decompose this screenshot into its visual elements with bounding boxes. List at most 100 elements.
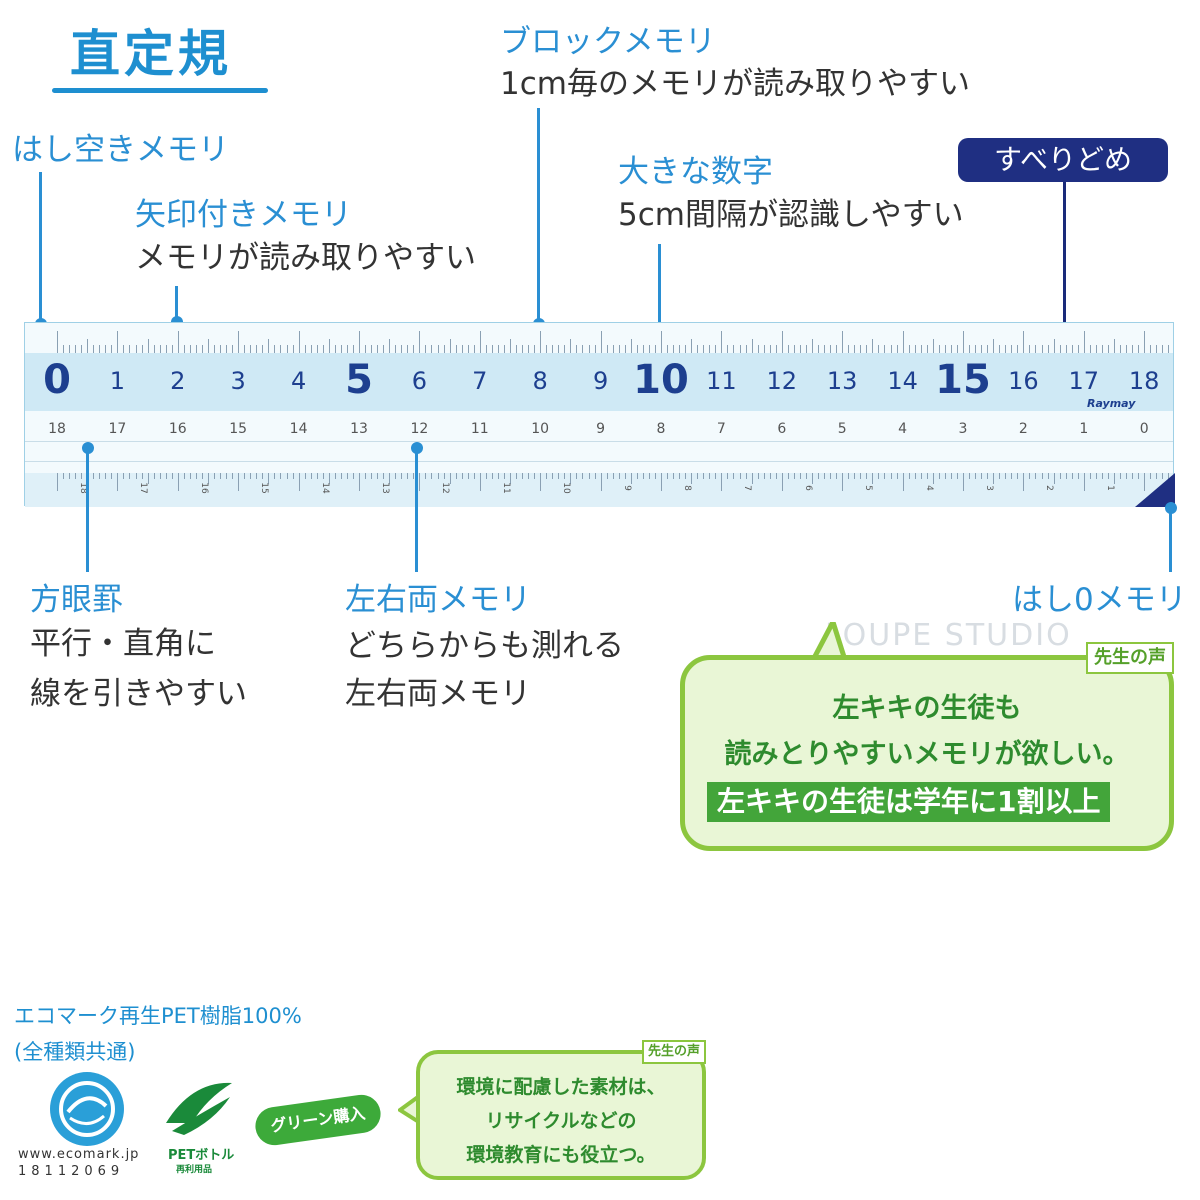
ruler-number-edge: 6 — [802, 485, 813, 491]
ruler-tick — [890, 473, 892, 479]
ruler-number-edge: 2 — [1044, 485, 1055, 491]
ruler-tick — [830, 473, 832, 479]
ruler-tick — [395, 473, 397, 479]
ruler-number-reverse: 16 — [168, 421, 187, 437]
ruler-tick — [757, 473, 759, 479]
ruler-number-reverse: 2 — [1018, 421, 1028, 437]
ruler-tick — [848, 473, 850, 479]
grid-line — [25, 441, 1173, 442]
ruler-number: 10 — [633, 357, 689, 403]
ruler-tick — [250, 345, 252, 353]
ruler-tick — [558, 345, 560, 353]
ruler-tick — [274, 345, 276, 353]
ruler-tick — [316, 473, 318, 479]
ruler-tick — [1132, 473, 1134, 479]
ruler-tick — [1126, 473, 1128, 479]
ruler-tick — [528, 473, 530, 479]
ecomark-url: www.ecomark.jp — [18, 1147, 140, 1162]
ruler-tick — [250, 473, 252, 479]
ruler-tick — [987, 345, 989, 353]
ruler-tick — [503, 345, 505, 353]
block-desc: 1cm毎のメモリが読み取りやすい — [500, 66, 970, 102]
ruler-tick — [999, 345, 1001, 353]
ruler-tick — [938, 473, 940, 479]
ruler-tick — [99, 473, 101, 479]
ruler-tick — [395, 345, 397, 353]
ruler-number: 16 — [1008, 367, 1039, 395]
ruler-tick — [359, 331, 360, 353]
ruler-tick — [1023, 473, 1025, 491]
ruler-number-reverse: 9 — [596, 421, 606, 437]
ruler-tick — [1071, 473, 1073, 479]
teacher-voice-tag: 先生の声 — [1086, 642, 1174, 674]
edge-zero-title: はし0メモリ — [1012, 582, 1187, 618]
arrow-title: 矢印付きメモリ — [135, 197, 352, 233]
ruler-tick — [896, 473, 898, 479]
ruler-tick — [1083, 331, 1085, 353]
ruler-tick — [467, 473, 469, 479]
ruler-number-edge: 15 — [259, 482, 270, 494]
ruler-tick — [824, 345, 826, 353]
ruler-tick — [594, 473, 596, 479]
ruler-tick — [1041, 473, 1043, 479]
ruler-tick — [981, 473, 983, 479]
ruler-tick — [673, 473, 675, 479]
ruler-tick — [679, 473, 681, 479]
ruler-tick — [352, 345, 354, 353]
ruler-tick — [540, 331, 542, 353]
ruler-tick — [322, 473, 324, 479]
ruler-number: 17 — [1068, 367, 1100, 395]
ruler-tick — [679, 345, 681, 353]
ruler-tick — [697, 345, 699, 353]
ruler-tick — [661, 473, 662, 491]
teacher-voice-highlight: 左キキの生徒は学年に1割以上 — [707, 782, 1111, 822]
ruler-tick — [944, 473, 946, 479]
ruler-tick — [630, 473, 632, 484]
ruler-number: 2 — [170, 367, 186, 395]
ruler-tick — [926, 345, 928, 353]
ruler-number-edge: 13 — [380, 482, 390, 494]
ruler-tick — [510, 339, 511, 353]
ruler-number-edge: 11 — [500, 482, 511, 494]
ruler-tick — [491, 345, 493, 353]
ruler-number: 5 — [345, 357, 373, 403]
ruler-tick — [739, 473, 741, 479]
ruler-tick — [1150, 473, 1152, 479]
ruler-tick — [890, 345, 892, 353]
ruler-tick — [884, 473, 886, 479]
ruler-tick — [346, 345, 348, 353]
ruler-tick — [884, 345, 886, 353]
both-sides-desc-1: どちらからも測れる — [345, 628, 624, 664]
ruler-tick — [715, 473, 717, 479]
ruler-tick — [956, 473, 958, 479]
ruler-tick — [389, 339, 391, 353]
ruler-number-edge: 8 — [682, 485, 692, 491]
ruler-tick — [310, 473, 312, 479]
ruler-tick — [1005, 345, 1007, 353]
teacher-voice-2-line-1: 環境に配慮した素材は、 — [456, 1076, 666, 1098]
ruler-number-edge: 17 — [138, 482, 149, 494]
ruler-tick — [413, 473, 415, 479]
ruler-tick — [147, 339, 149, 353]
ruler-number-edge: 9 — [621, 485, 632, 491]
ruler-tick — [793, 345, 795, 353]
ruler-tick — [1065, 473, 1067, 479]
ruler-number-edge: 4 — [923, 485, 934, 491]
ruler-tick — [1011, 345, 1013, 353]
ruler-tick — [1017, 473, 1019, 479]
ruler-tick — [775, 345, 777, 353]
ruler-tick — [485, 473, 487, 479]
ruler-number-edge: 7 — [742, 485, 753, 491]
ruler-tick — [956, 345, 958, 353]
ruler-tick — [691, 473, 693, 484]
ruler-tick — [1120, 345, 1122, 353]
ruler-tick — [1047, 345, 1049, 353]
ruler-tick — [1065, 345, 1067, 353]
ruler-tick — [799, 345, 801, 353]
ruler-tick — [648, 473, 650, 479]
ruler-tick — [437, 473, 439, 479]
ruler-tick — [256, 345, 258, 353]
ruler-tick — [745, 345, 747, 353]
ruler-tick — [220, 345, 222, 353]
ruler-tick — [661, 331, 662, 353]
